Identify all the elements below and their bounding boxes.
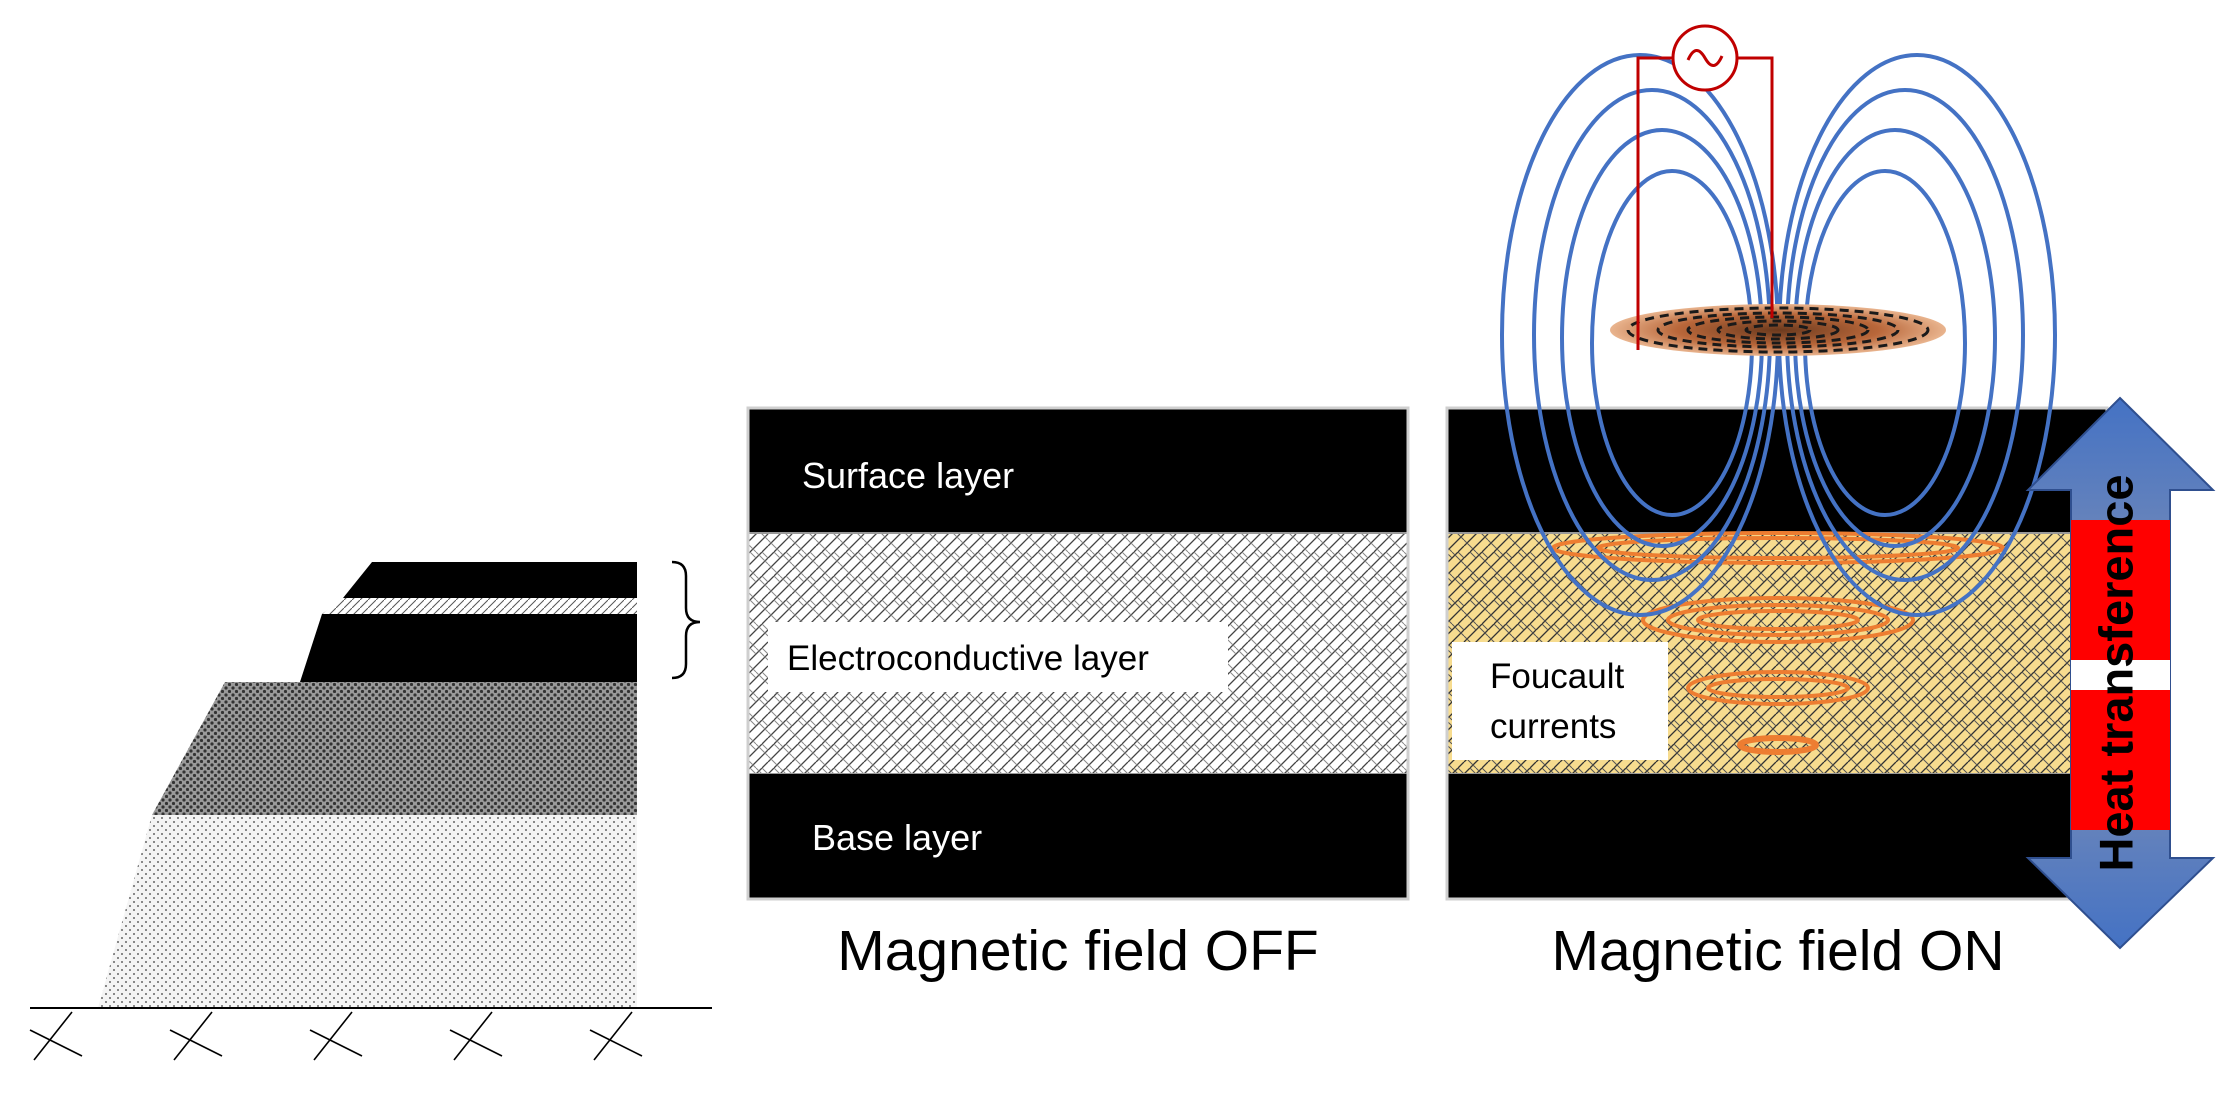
surface-layer-label: Surface layer [802,455,1014,496]
eddy-currents [1551,531,2005,755]
currents-label-box [1452,642,1668,760]
surface-layer [748,408,1408,533]
heat-transference-label: Heat transference [2089,474,2142,871]
layer-bracket [671,560,701,680]
electro-label-box [768,622,1228,692]
subgrade-layer [98,815,637,1008]
arrow-band-top [2071,520,2170,660]
road-surface-layer [343,562,637,598]
road-electro-layer [322,598,637,614]
ground-hatch [29,1011,643,1061]
caption-field-off: Magnetic field OFF [837,919,1319,983]
surface-layer-on [1447,408,2107,533]
panel-field-on: Foucault currents [1445,24,2109,983]
caption-field-on: Magnetic field ON [1551,919,2004,983]
ac-circuit [1636,56,1774,350]
road-base-layer [300,614,637,682]
base-layer-label: Base layer [812,817,982,858]
currents-label-line1: Foucault [1490,657,1625,696]
road-cross-section [29,560,712,1061]
currents-label-line2: currents [1490,707,1616,746]
ac-source-icon [1671,24,1739,92]
base-layer [748,774,1408,899]
base-layer-on [1447,774,2107,899]
heat-transference-arrow: Heat transference [2025,396,2216,950]
panel-field-off: Surface layer Electroconductive layer Ba… [746,406,1410,983]
subbase-layer [152,682,637,815]
induction-coil-icon [1610,304,1946,356]
electro-layer-label: Electroconductive layer [787,639,1149,678]
arrow-band-bottom [2071,690,2170,830]
